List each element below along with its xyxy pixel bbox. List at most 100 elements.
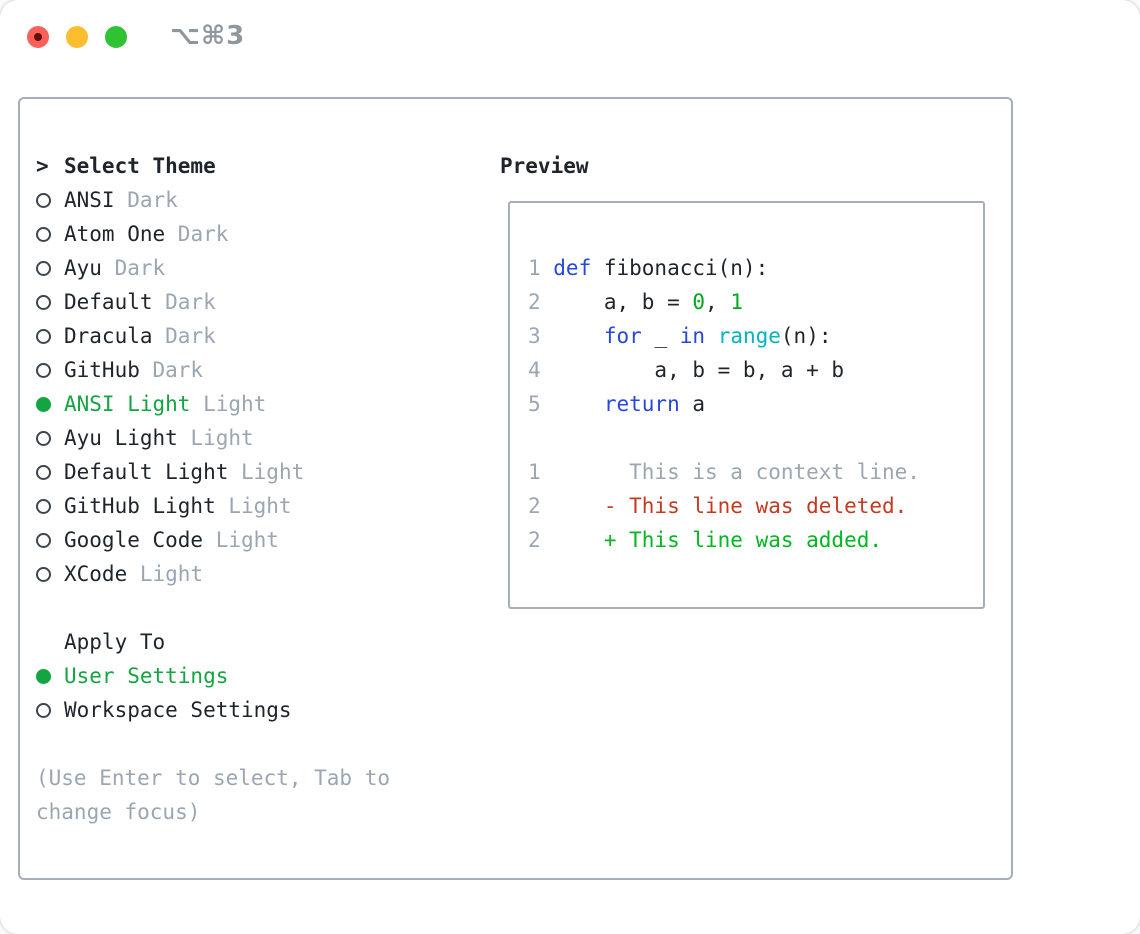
- apply-to-title: Apply To: [64, 630, 166, 654]
- variant-tag: Light: [203, 528, 279, 552]
- option-label: Default Light: [64, 460, 229, 484]
- variant-tag: Dark: [152, 324, 216, 348]
- prompt-icon: >: [36, 154, 49, 178]
- radio-unselected-icon: [36, 566, 51, 582]
- code-segment-t: (n):: [780, 324, 832, 348]
- radio-unselected-icon: [36, 260, 51, 276]
- theme-option-xcode[interactable]: XCode Light: [36, 557, 476, 591]
- radio-unselected-icon: [36, 226, 51, 242]
- variant-tag: Light: [190, 392, 267, 416]
- help-text-line-2: change focus): [36, 800, 201, 824]
- code-line-1: 1 def fibonacci(n):: [528, 251, 983, 285]
- radio-unselected-icon: [36, 498, 51, 514]
- code-segment-t: ,: [705, 290, 731, 314]
- variant-tag: Dark: [165, 222, 229, 246]
- code-segment-del: - This line was deleted.: [553, 494, 908, 518]
- variant-tag: Light: [177, 426, 254, 450]
- code-segment-t: _: [641, 324, 680, 348]
- code-segment-t: [553, 324, 604, 348]
- option-label: Dracula: [64, 324, 153, 348]
- theme-option-google-code[interactable]: Google Code Light: [36, 523, 476, 557]
- option-label: GitHub: [64, 358, 140, 382]
- code-segment-t: [553, 392, 604, 416]
- radio-selected-icon: [36, 396, 51, 412]
- code-segment-kw: return: [603, 392, 680, 416]
- option-label: Ayu Light: [64, 426, 178, 450]
- line-number: 2: [528, 290, 541, 314]
- theme-option-default[interactable]: Default Dark: [36, 285, 476, 319]
- line-number: 1: [528, 460, 541, 484]
- code-line-7: 1 This is a context line.: [528, 455, 983, 489]
- code-segment-kw: for: [603, 324, 642, 348]
- variant-tag: Dark: [114, 188, 178, 212]
- apply-option-user-settings[interactable]: User Settings: [36, 659, 476, 693]
- window-title: ⌥⌘3: [170, 21, 246, 51]
- theme-option-atom-one[interactable]: Atom One Dark: [36, 217, 476, 251]
- line-number: 2: [528, 494, 541, 518]
- variant-tag: Light: [215, 494, 292, 518]
- close-button-icon[interactable]: [27, 26, 49, 48]
- option-label: Google Code: [64, 528, 204, 552]
- radio-unselected-icon: [36, 328, 51, 344]
- option-label: ANSI: [64, 188, 115, 212]
- radio-unselected-icon: [36, 294, 51, 310]
- code-segment-t: a, b =: [553, 290, 693, 314]
- help-text-line-1: (Use Enter to select, Tab to: [36, 766, 391, 790]
- code-segment-num: 0: [692, 290, 706, 314]
- theme-option-dracula[interactable]: Dracula Dark: [36, 319, 476, 353]
- code-preview-pane: 1 def fibonacci(n): 2 a, b = 0, 1 3 for _ i…: [508, 201, 985, 609]
- radio-unselected-icon: [36, 192, 51, 208]
- preview-title: Preview: [500, 154, 589, 178]
- option-label: XCode: [64, 562, 128, 586]
- minimize-button-icon[interactable]: [66, 26, 88, 48]
- apply-to-header: Apply To: [36, 625, 476, 659]
- code-line-3: 3 for _ in range(n):: [528, 319, 983, 353]
- option-label: Atom One: [64, 222, 166, 246]
- code-segment-kw: in: [679, 324, 706, 348]
- line-number: 5: [528, 392, 541, 416]
- option-label: User Settings: [64, 664, 229, 688]
- spacer: [36, 727, 476, 761]
- option-label: Default: [64, 290, 153, 314]
- theme-option-default-light[interactable]: Default Light Light: [36, 455, 476, 489]
- variant-tag: Dark: [101, 256, 166, 280]
- option-label: ANSI Light: [64, 392, 191, 416]
- code-line-9: 2 + This line was added.: [528, 523, 983, 557]
- spacer: [36, 591, 476, 625]
- select-theme-header: > Select Theme: [36, 149, 476, 183]
- line-number: 1: [528, 256, 541, 280]
- theme-option-ayu-light[interactable]: Ayu Light Light: [36, 421, 476, 455]
- radio-unselected-icon: [36, 464, 51, 480]
- code-segment-t: a: [679, 392, 706, 416]
- code-segment-t: fibonacci(n):: [591, 256, 769, 280]
- theme-option-github[interactable]: GitHub Dark: [36, 353, 476, 387]
- zoom-button-icon[interactable]: [105, 26, 127, 48]
- option-label: GitHub Light: [64, 494, 216, 518]
- radio-unselected-icon: [36, 532, 51, 548]
- line-number: 4: [528, 358, 541, 382]
- theme-option-ansi-light[interactable]: ANSI Light Light: [36, 387, 476, 421]
- line-number: 3: [528, 324, 541, 348]
- code-segment-num: 1: [730, 290, 743, 314]
- code-line-5: 5 return a: [528, 387, 983, 421]
- variant-tag: Dark: [152, 290, 216, 314]
- code-segment-t: [705, 324, 718, 348]
- variant-tag: Light: [127, 562, 204, 586]
- radio-unselected-icon: [36, 430, 51, 446]
- radio-selected-icon: [36, 668, 51, 684]
- radio-unselected-icon: [36, 702, 51, 718]
- select-theme-title: Select Theme: [64, 154, 216, 178]
- line-number: 2: [528, 528, 541, 552]
- apply-option-workspace-settings[interactable]: Workspace Settings: [36, 693, 476, 727]
- title-bar: ⌥⌘3: [0, 0, 1140, 60]
- code-segment-kw: def: [553, 256, 592, 280]
- theme-option-ansi[interactable]: ANSI Dark: [36, 183, 476, 217]
- code-segment-ctx: This is a context line.: [553, 460, 920, 484]
- theme-option-github-light[interactable]: GitHub Light Light: [36, 489, 476, 523]
- option-label: Ayu: [64, 256, 102, 280]
- theme-option-ayu[interactable]: Ayu Dark: [36, 251, 476, 285]
